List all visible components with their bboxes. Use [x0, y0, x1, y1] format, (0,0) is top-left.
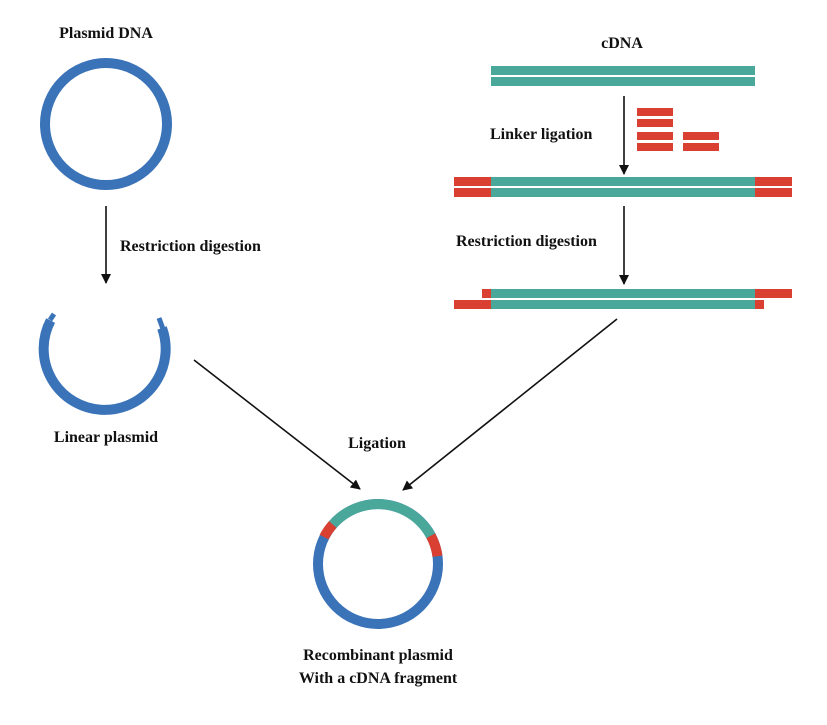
cdna-strand: [491, 66, 755, 86]
arrow-ligation-left: [193, 359, 361, 490]
linker-ligation-label: Linker ligation: [490, 126, 592, 143]
arrow-ligation-right: [402, 318, 618, 491]
linear-plasmid-right-end: [156, 317, 166, 330]
circular-plasmid: [40, 58, 172, 190]
restriction-digestion-right-label: Restriction digestion: [456, 233, 597, 250]
linear-plasmid-arc: [38, 318, 171, 415]
restriction-digestion-left-label: Restriction digestion: [120, 238, 261, 255]
plasmid-dna-label: Plasmid DNA: [59, 25, 153, 42]
cdna-with-linkers: [454, 177, 792, 197]
linker-fragments: [637, 108, 719, 151]
cdna-sticky-ends: [454, 289, 792, 309]
recombinant-label-line1: Recombinant plasmid: [303, 647, 453, 664]
linear-plasmid-label: Linear plasmid: [54, 429, 158, 446]
recombinant-plasmid: [313, 499, 443, 629]
recombinant-label-line2: With a cDNA fragment: [299, 670, 458, 687]
cdna-label: cDNA: [601, 35, 643, 52]
ligation-label: Ligation: [348, 435, 406, 452]
linear-plasmid-left-end: [47, 312, 57, 322]
